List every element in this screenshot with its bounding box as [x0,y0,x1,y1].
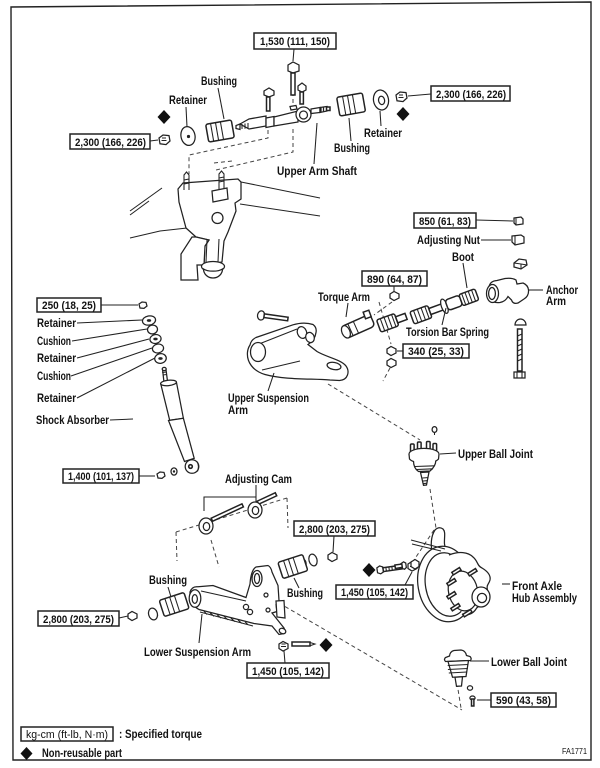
svg-text:Bushing: Bushing [149,575,187,587]
svg-text:Retainer: Retainer [37,318,76,330]
svg-text:Adjusting Nut: Adjusting Nut [417,235,480,247]
svg-text:Cushion: Cushion [37,371,71,383]
svg-text:Bushing: Bushing [287,588,323,600]
svg-text:Upper Ball Joint: Upper Ball Joint [458,449,533,461]
svg-text:Bushing: Bushing [334,143,370,155]
svg-text:1,450 (105, 142): 1,450 (105, 142) [252,666,324,678]
svg-text:2,800 (203, 275): 2,800 (203, 275) [43,614,114,626]
svg-text:Torque Arm: Torque Arm [318,292,370,304]
svg-text:Lower Ball Joint: Lower Ball Joint [491,657,567,669]
svg-text:FA1771: FA1771 [562,746,587,756]
svg-text:Hub Assembly: Hub Assembly [512,593,577,605]
svg-text:Arm: Arm [228,405,248,417]
svg-text:Shock Absorber: Shock Absorber [36,415,109,427]
svg-text:890 (64, 87): 890 (64, 87) [367,274,422,286]
svg-text:Adjusting Cam: Adjusting Cam [225,474,292,486]
svg-text:Retainer: Retainer [364,128,402,140]
svg-text:250 (18, 25): 250 (18, 25) [42,300,96,312]
svg-text:Retainer: Retainer [37,393,76,405]
svg-text:Anchor: Anchor [546,285,578,297]
svg-text:850 (61, 83): 850 (61, 83) [419,216,471,228]
svg-text:Upper Arm Shaft: Upper Arm Shaft [277,166,357,178]
svg-text:Non-reusable part: Non-reusable part [42,748,122,760]
svg-text:Boot: Boot [452,252,474,264]
svg-text:1,400 (101, 137): 1,400 (101, 137) [68,471,134,483]
svg-text:Lower Suspension Arm: Lower Suspension Arm [144,647,251,659]
svg-text:Torsion Bar Spring: Torsion Bar Spring [406,327,489,339]
svg-text:1,530 (111, 150): 1,530 (111, 150) [260,36,330,48]
svg-text:Bushing: Bushing [201,76,237,88]
svg-text:kg-cm (ft-lb, N·m): kg-cm (ft-lb, N·m) [26,729,108,741]
svg-text:1,450 (105, 142): 1,450 (105, 142) [341,587,408,599]
svg-text:2,300 (166, 226): 2,300 (166, 226) [436,89,506,101]
svg-text:: Specified torque: : Specified torque [119,729,202,741]
svg-text:590 (43, 58): 590 (43, 58) [496,695,551,707]
svg-text:Retainer: Retainer [37,353,76,365]
svg-text:2,800 (203, 275): 2,800 (203, 275) [299,524,370,536]
svg-text:Arm: Arm [546,296,566,308]
svg-text:Retainer: Retainer [169,95,207,107]
svg-text:Cushion: Cushion [37,336,71,348]
svg-text:2,300 (166, 226): 2,300 (166, 226) [75,137,146,149]
svg-text:340 (25, 33): 340 (25, 33) [408,346,464,358]
svg-text:Front Axle: Front Axle [512,581,562,593]
svg-text:Upper Suspension: Upper Suspension [228,393,309,405]
